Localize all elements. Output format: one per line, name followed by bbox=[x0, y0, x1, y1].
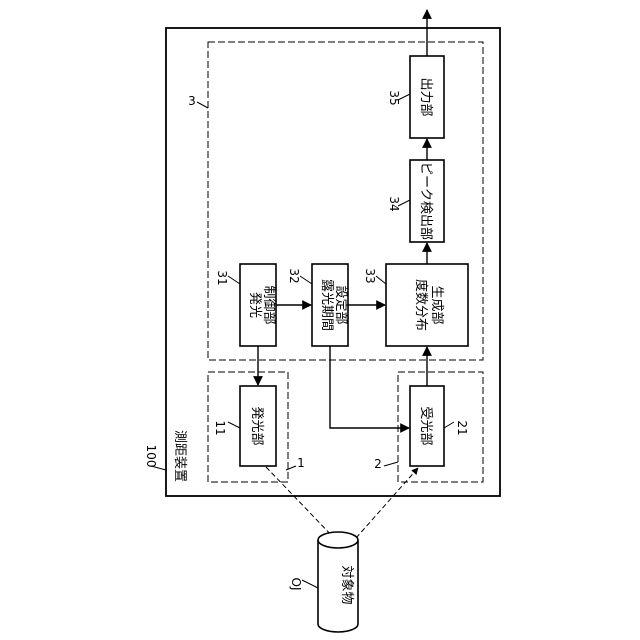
output-unit-label: 出力部 bbox=[418, 77, 433, 116]
target-object-leader bbox=[302, 580, 318, 588]
peak-detection-unit-ref: 34 bbox=[387, 196, 401, 211]
emitter-module-ref: 1 bbox=[297, 456, 305, 470]
ranging-device-ref: 100 bbox=[144, 445, 158, 468]
light-emitting-unit-ref: 11 bbox=[213, 420, 227, 435]
exposure-period-setting-unit-label-line1: 露光期間 bbox=[319, 279, 334, 331]
receiver-module-ref: 2 bbox=[374, 457, 382, 471]
exposure-period-setting-unit-ref: 32 bbox=[287, 268, 301, 283]
light-receiving-unit-label: 受光部 bbox=[418, 406, 433, 445]
target-object-label: 対象物 bbox=[339, 565, 354, 604]
emitted-light-path bbox=[266, 467, 336, 540]
emission-control-unit-label-line1: 発光 bbox=[247, 292, 262, 318]
frequency-distribution-unit-ref: 33 bbox=[363, 268, 377, 283]
emission-control-unit-ref: 31 bbox=[215, 270, 229, 285]
output-unit-ref: 35 bbox=[387, 90, 401, 105]
arrow-32-to-21 bbox=[330, 346, 409, 428]
frequency-distribution-unit-label-line1: 度数分布 bbox=[413, 279, 429, 331]
light-receiving-unit-ref: 21 bbox=[455, 420, 469, 435]
processor-module-leader bbox=[197, 102, 208, 108]
emission-control-unit-label-line2: 制御部 bbox=[261, 285, 276, 324]
light-emitting-unit-label: 発光部 bbox=[249, 406, 264, 445]
light-receiving-unit-leader bbox=[444, 422, 454, 428]
exposure-period-setting-unit-label-line2: 設定部 bbox=[333, 285, 349, 324]
peak-detection-unit-label: ピーク検出部 bbox=[418, 162, 433, 240]
light-emitting-unit-leader bbox=[228, 422, 240, 428]
ranging-device-label: 測距装置 bbox=[172, 430, 187, 482]
frequency-distribution-unit-label-line2: 生成部 bbox=[429, 285, 444, 324]
reflected-light-path bbox=[356, 468, 418, 538]
target-object-ref: OJ bbox=[289, 578, 303, 591]
receiver-module-leader bbox=[384, 462, 398, 466]
processor-module-ref: 3 bbox=[188, 94, 196, 108]
